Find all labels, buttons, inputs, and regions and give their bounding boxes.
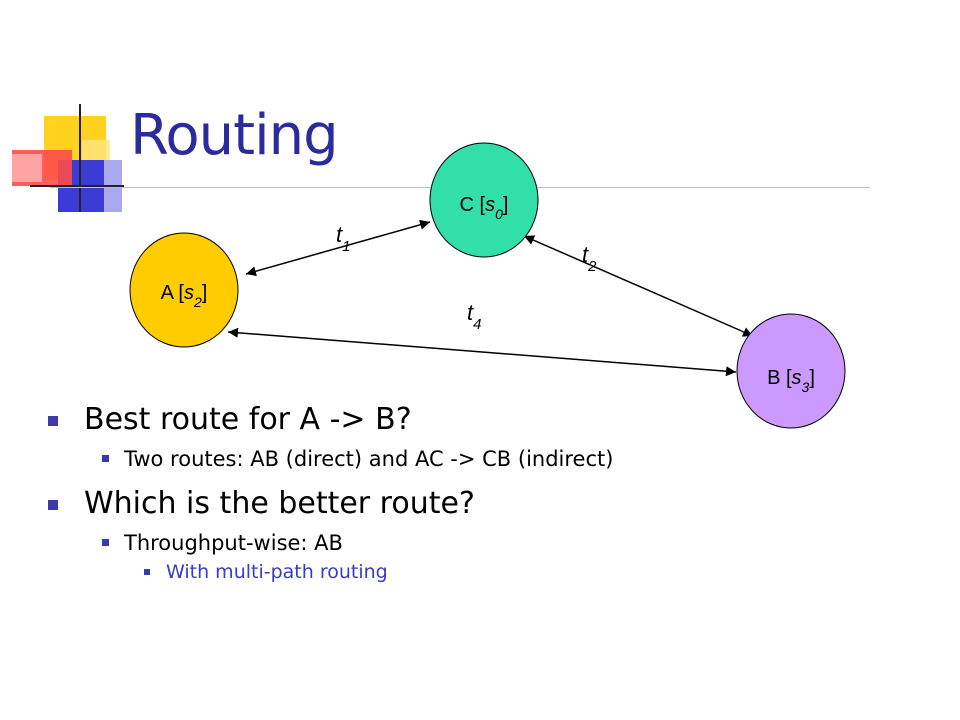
bullet-best-route: Best route for A -> B? xyxy=(46,402,613,438)
edge-label-t4: t4 xyxy=(467,300,481,333)
node-a: A [s2] xyxy=(129,232,239,348)
node-c-circle xyxy=(429,142,539,258)
edge-label-t2: t2 xyxy=(582,242,597,275)
node-b-circle xyxy=(736,313,846,429)
bullet-throughput: Throughput-wise: AB xyxy=(102,528,613,558)
edge-label-t1: t1 xyxy=(336,222,350,255)
slide-title: Routing xyxy=(130,103,339,168)
bullet-list: Best route for A -> B? Two routes: AB (d… xyxy=(46,402,613,586)
edge-a-b xyxy=(227,327,737,377)
pink-bar xyxy=(12,154,42,182)
edge-a-c xyxy=(245,219,431,277)
node-a-circle xyxy=(129,232,239,348)
node-c: C [s0] xyxy=(429,142,539,258)
node-b: B [s3] xyxy=(736,313,846,429)
edge-c-b xyxy=(523,235,754,337)
bullet-two-routes: Two routes: AB (direct) and AC -> CB (in… xyxy=(102,444,613,474)
bullet-better-route: Which is the better route? xyxy=(46,486,613,522)
bullet-multipath: With multi-path routing xyxy=(144,558,613,586)
